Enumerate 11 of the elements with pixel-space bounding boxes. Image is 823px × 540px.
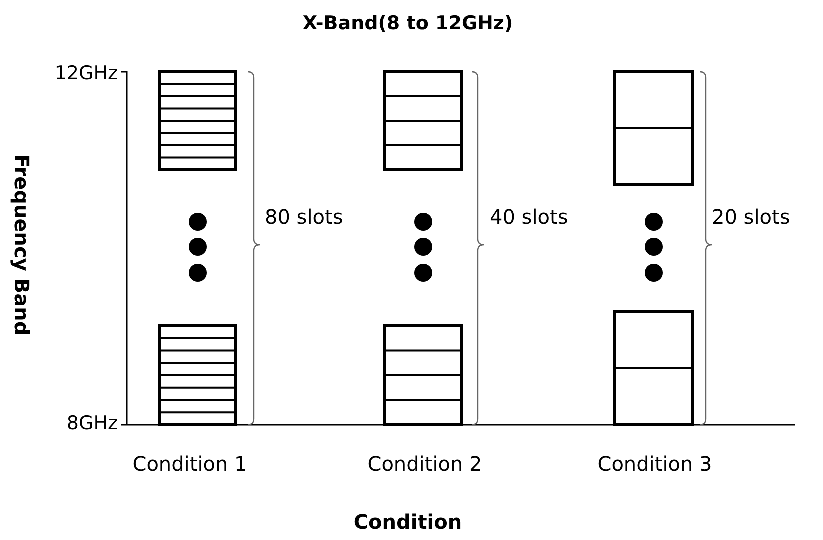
axis-title: Condition	[354, 510, 462, 534]
axis-tick-label: 12GHz	[54, 62, 118, 86]
condition-label: Condition 3	[598, 452, 712, 476]
slot-count-label: 20 slots	[712, 205, 790, 229]
slot-count-label: 80 slots	[265, 205, 344, 229]
chart-title: X-Band(8 to 12GHz)	[302, 12, 514, 36]
condition-label: Condition 1	[132, 452, 248, 476]
slot-count-label: 40 slots	[490, 205, 568, 229]
condition-label: Condition 2	[368, 452, 482, 476]
axis-title: Frequency Band	[10, 154, 34, 336]
axis-tick-label: 8GHz	[66, 412, 118, 436]
